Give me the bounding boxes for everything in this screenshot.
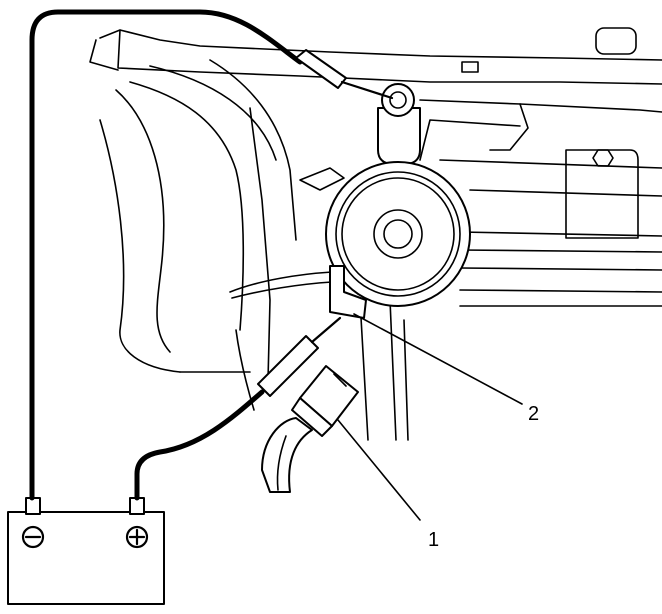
negative-probe [295, 49, 347, 89]
callout-leaders [337, 313, 523, 521]
positive-terminal-icon [125, 525, 149, 549]
negative-terminal-icon [21, 525, 45, 549]
harness-connector [261, 365, 359, 493]
battery-case [7, 511, 165, 605]
battery [7, 497, 165, 605]
positive-lead [134, 389, 265, 501]
battery-negative-post [25, 497, 41, 515]
leader-1 [337, 419, 421, 521]
horn [325, 83, 471, 319]
negative-lead [29, 9, 303, 501]
leader-2 [353, 313, 523, 405]
vehicle-body-structure [89, 27, 662, 441]
positive-probe [257, 335, 319, 397]
callout-label-1: 1 [428, 529, 439, 551]
test-leads [29, 9, 394, 501]
horn-terminal [329, 265, 367, 319]
callout-label-2: 2 [528, 403, 539, 425]
